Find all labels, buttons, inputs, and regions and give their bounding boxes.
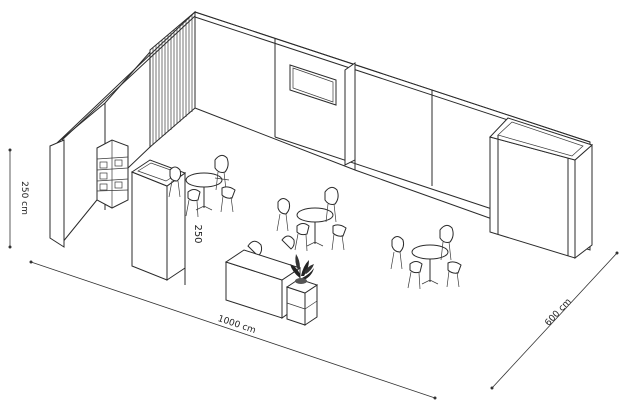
chair [277,198,291,215]
storage-top [489,117,593,161]
shelf-unit [96,139,129,209]
length-dimension-label: 1000 cm [216,314,257,336]
column-dimension-label: 250 [192,224,203,243]
chair [214,154,229,173]
plant-stand [285,254,319,326]
chair [281,235,295,250]
storage-side [574,143,593,260]
table-set-3 [390,224,462,290]
chair [221,186,236,199]
left-wall-end [49,139,65,248]
door-panel [344,62,356,166]
lattice-wall-panel [149,10,196,149]
chair [332,224,347,237]
table-set-2 [276,186,347,252]
chair [169,166,182,182]
chair [439,224,454,243]
chair [187,189,201,202]
wall-screen [289,64,337,106]
depth-dimension-label: 600 cm [543,297,573,329]
chair [247,240,263,257]
dimension-height: 250 cm [8,148,29,249]
chair [296,223,310,236]
lattice-pattern [152,15,193,145]
chair [391,236,405,253]
column-side [166,172,186,281]
height-dimension-label: 250 cm [19,181,29,215]
dimension-column: 250 [192,224,203,243]
chair [447,261,462,274]
column-front [131,171,168,281]
plant-icon [290,254,314,284]
chair [324,186,339,205]
table-set-1 [168,154,236,218]
chair [409,261,423,274]
dimension-depth: 600 cm [490,251,619,390]
storage-room [489,117,593,260]
